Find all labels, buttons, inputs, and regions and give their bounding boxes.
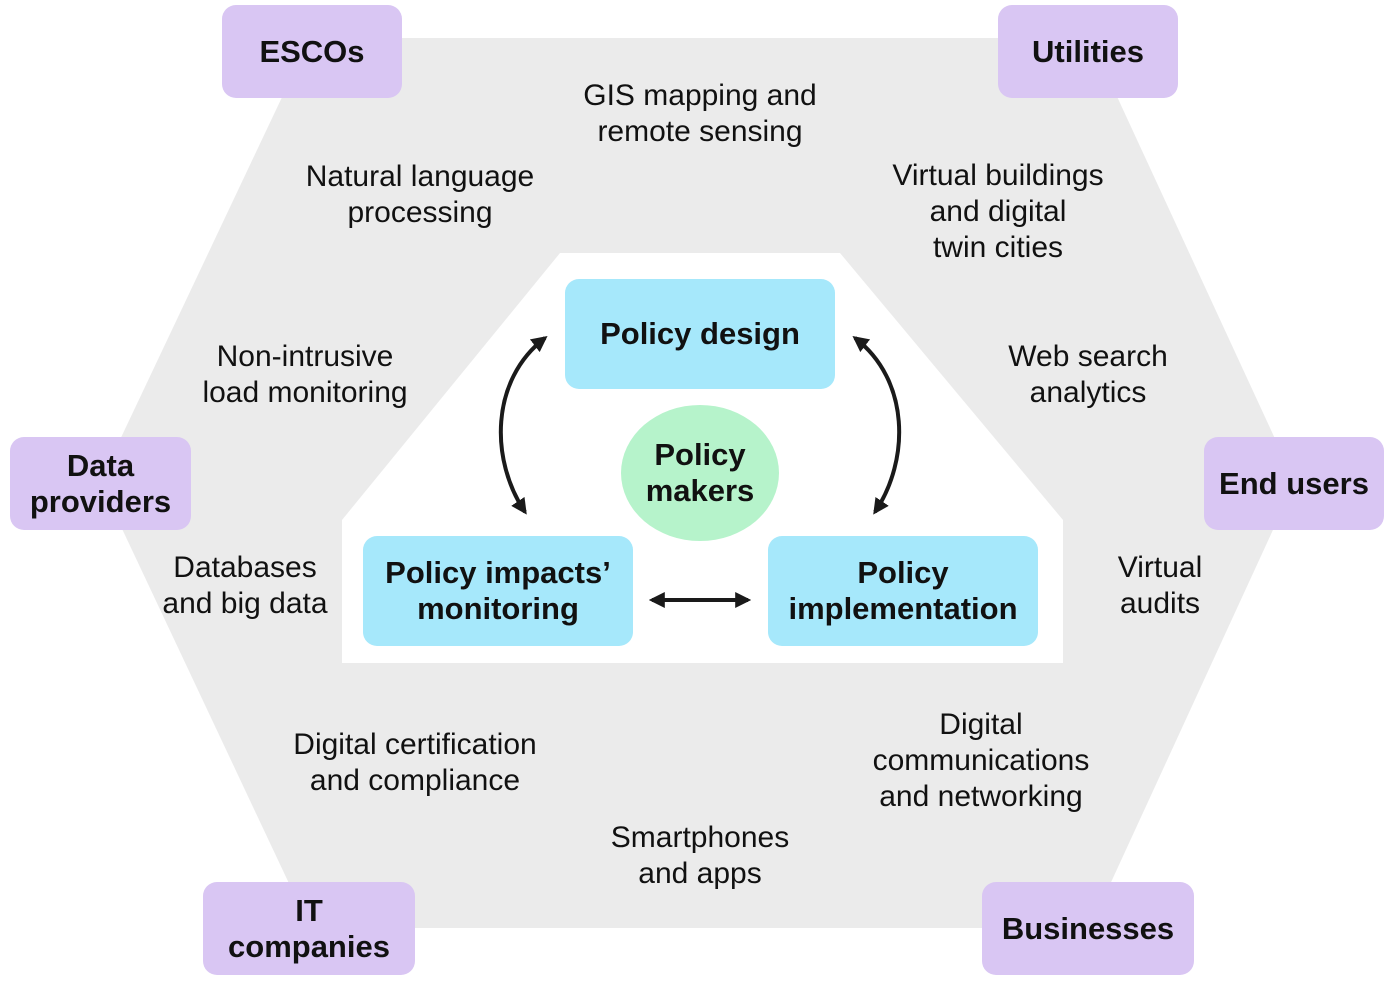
stakeholder-it-companies: IT companies (203, 882, 415, 975)
tech-smartphones-apps: Smartphones and apps (610, 821, 790, 890)
arrow-design-implementation (852, 336, 902, 515)
stakeholder-utilities: Utilities (998, 5, 1178, 98)
policy-makers-circle: Policy makers (621, 405, 779, 541)
stakeholder-escos: ESCOs (222, 5, 402, 98)
stakeholder-data-providers: Data providers (10, 437, 191, 530)
tech-virtual-buildings: Virtual buildings and digital twin citie… (892, 159, 1104, 264)
tech-gis-mapping: GIS mapping and remote sensing (583, 79, 817, 148)
tech-digital-communications: Digital communications and networking (872, 708, 1090, 813)
tech-natural-language-processing: Natural language processing (305, 160, 535, 229)
tech-digital-certification: Digital certification and compliance (293, 728, 537, 797)
arrow-design-monitoring (498, 336, 548, 515)
tech-non-intrusive-load-monitoring: Non-intrusive load monitoring (202, 340, 408, 409)
stakeholder-end-users: End users (1204, 437, 1384, 530)
policy-implementation-box: Policy implementation (768, 536, 1038, 646)
policy-monitoring-box: Policy impacts’ monitoring (363, 536, 633, 646)
policy-design-box: Policy design (565, 279, 835, 389)
tech-databases-big-data: Databases and big data (162, 551, 328, 620)
tech-web-search-analytics: Web search analytics (1008, 340, 1168, 409)
tech-virtual-audits: Virtual audits (1117, 551, 1203, 620)
stakeholder-businesses: Businesses (982, 882, 1194, 975)
